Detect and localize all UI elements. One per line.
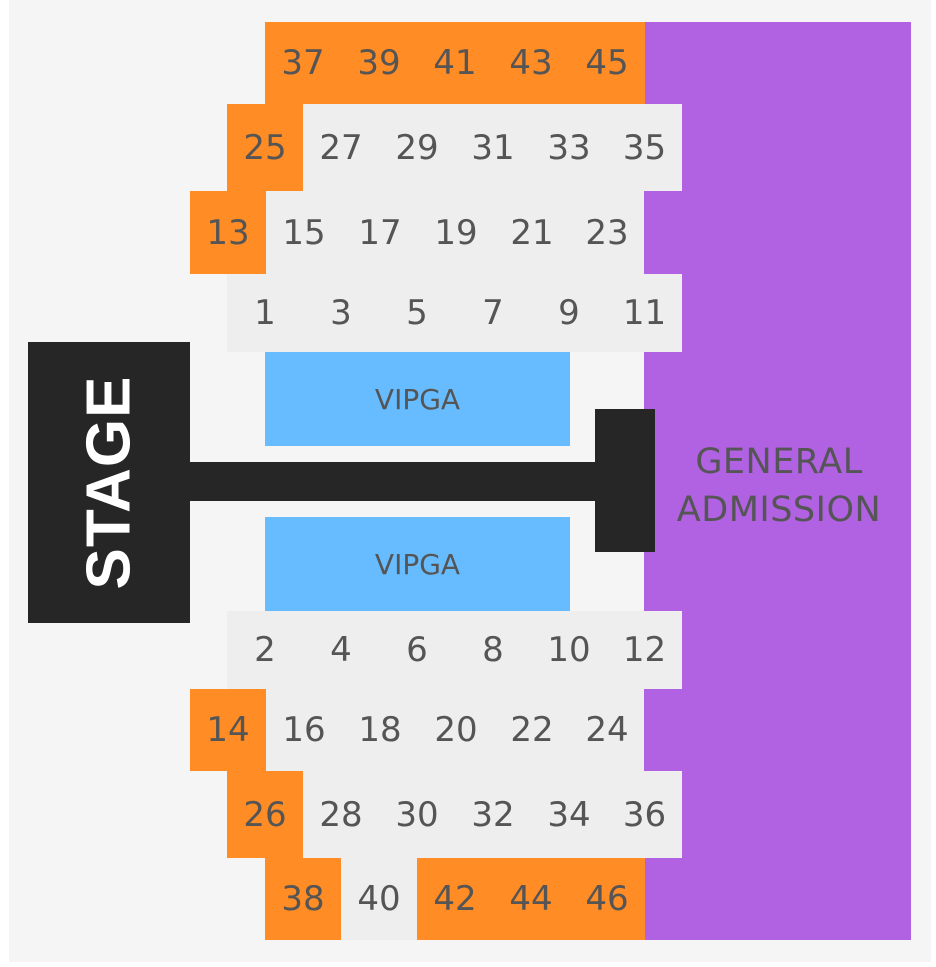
general-admission-label-line1: GENERAL: [695, 442, 863, 482]
section-37[interactable]: 37: [265, 22, 341, 104]
section-18[interactable]: 18: [342, 689, 418, 771]
section-33[interactable]: 33: [531, 104, 607, 191]
section-32[interactable]: 32: [455, 771, 531, 858]
section-36[interactable]: 36: [607, 771, 682, 858]
section-41[interactable]: 41: [417, 22, 493, 104]
section-21[interactable]: 21: [494, 191, 570, 274]
section-46[interactable]: 46: [569, 858, 645, 940]
section-34[interactable]: 34: [531, 771, 607, 858]
section-2[interactable]: 2: [227, 611, 303, 689]
section-19[interactable]: 19: [418, 191, 494, 274]
section-45[interactable]: 45: [569, 22, 645, 104]
stage-label: STAGE: [74, 375, 144, 590]
stage: [28, 342, 190, 623]
section-42[interactable]: 42: [417, 858, 493, 940]
section-14[interactable]: 14: [190, 689, 266, 771]
section-29[interactable]: 29: [379, 104, 455, 191]
stage-runway: [189, 462, 609, 501]
section-17[interactable]: 17: [342, 191, 418, 274]
vip-section-top[interactable]: VIPGA: [265, 352, 570, 446]
section-27[interactable]: 27: [303, 104, 379, 191]
section-11[interactable]: 11: [607, 274, 682, 352]
general-admission-label: GENERAL ADMISSION: [654, 438, 904, 534]
general-admission-label-line2: ADMISSION: [676, 490, 882, 530]
section-22[interactable]: 22: [494, 689, 570, 771]
section-44[interactable]: 44: [493, 858, 569, 940]
section-1[interactable]: 1: [227, 274, 303, 352]
section-4[interactable]: 4: [303, 611, 379, 689]
section-26[interactable]: 26: [227, 771, 303, 858]
section-28[interactable]: 28: [303, 771, 379, 858]
section-12[interactable]: 12: [607, 611, 682, 689]
section-15[interactable]: 15: [266, 191, 342, 274]
section-10[interactable]: 10: [531, 611, 607, 689]
section-6[interactable]: 6: [379, 611, 455, 689]
section-35[interactable]: 35: [607, 104, 682, 191]
section-3[interactable]: 3: [303, 274, 379, 352]
section-16[interactable]: 16: [266, 689, 342, 771]
vip-section-bottom[interactable]: VIPGA: [265, 517, 570, 611]
section-13[interactable]: 13: [190, 191, 266, 274]
section-31[interactable]: 31: [455, 104, 531, 191]
section-8[interactable]: 8: [455, 611, 531, 689]
section-7[interactable]: 7: [455, 274, 531, 352]
section-43[interactable]: 43: [493, 22, 569, 104]
section-38[interactable]: 38: [265, 858, 341, 940]
section-20[interactable]: 20: [418, 689, 494, 771]
stage-thrust-end: [595, 409, 655, 552]
section-5[interactable]: 5: [379, 274, 455, 352]
section-25[interactable]: 25: [227, 104, 303, 191]
section-24[interactable]: 24: [570, 689, 644, 771]
section-23[interactable]: 23: [570, 191, 644, 274]
section-39[interactable]: 39: [341, 22, 417, 104]
section-30[interactable]: 30: [379, 771, 455, 858]
stage-label-wrap: STAGE: [29, 342, 189, 623]
section-40[interactable]: 40: [341, 858, 417, 940]
general-admission-area[interactable]: [644, 22, 911, 940]
section-9[interactable]: 9: [531, 274, 607, 352]
